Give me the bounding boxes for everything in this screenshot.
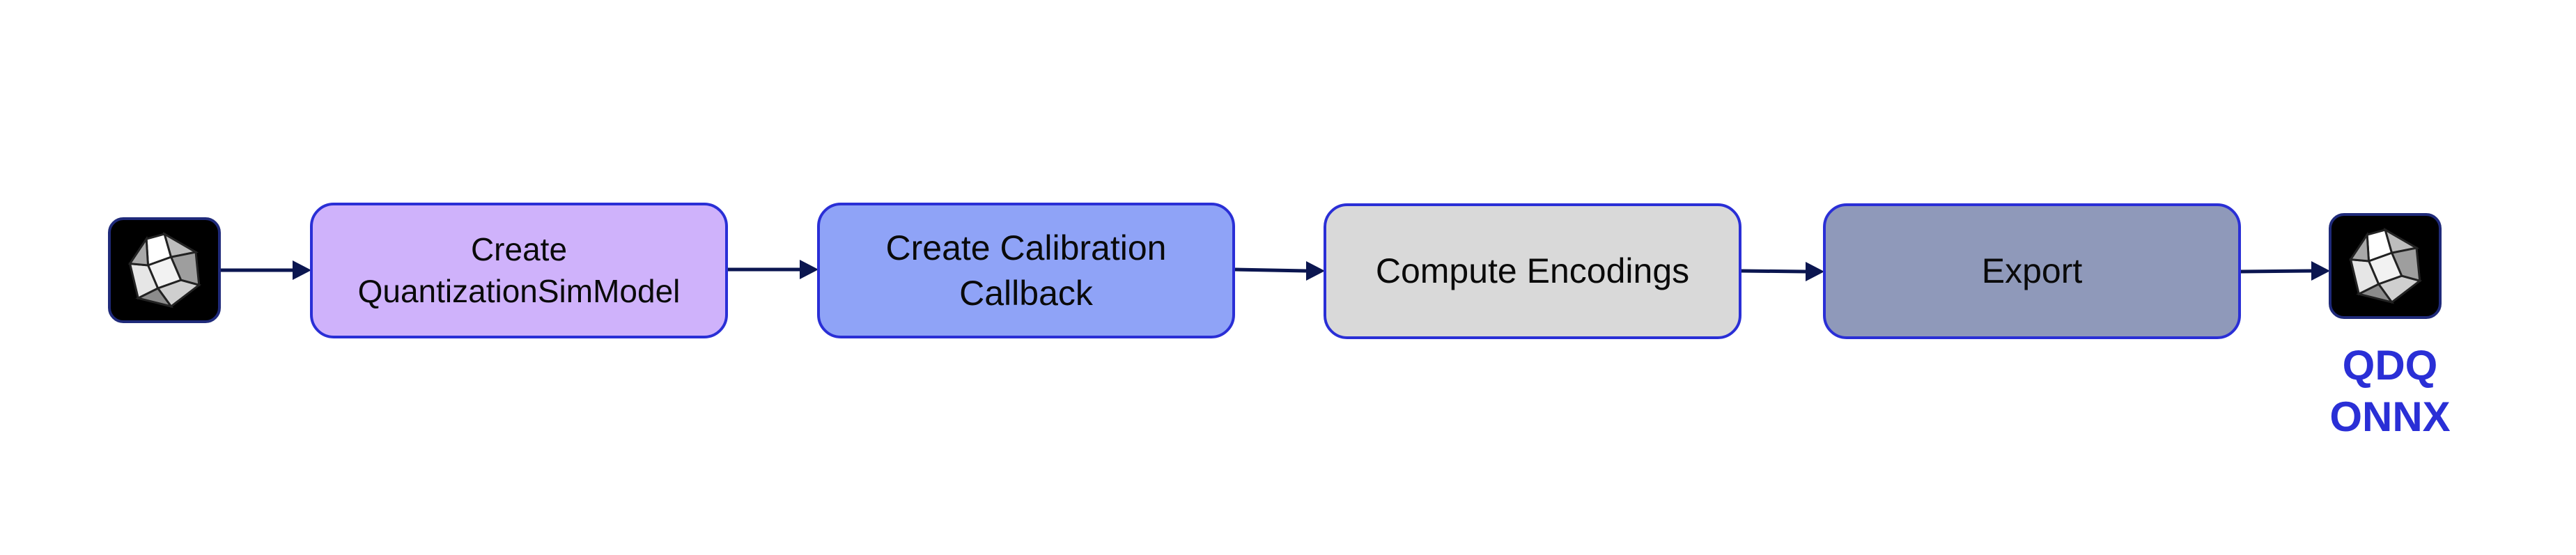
onnx-model-icon — [108, 217, 221, 323]
onnx-model-icon — [2329, 213, 2442, 319]
step-create-calibration-callback: Create Calibration Callback — [817, 203, 1235, 338]
step-label: Compute Encodings — [1375, 251, 1690, 290]
arrow-step3-to-step4 — [1741, 262, 1824, 281]
arrow-input-to-step1 — [221, 260, 311, 280]
step-label: Create Calibration Callback — [885, 228, 1167, 313]
polyhedron-icon — [2348, 227, 2422, 304]
polyhedron-icon — [127, 231, 201, 308]
output-label: QDQ ONNX — [2311, 340, 2469, 443]
arrow-step1-to-step2 — [728, 260, 818, 279]
step-export: Export — [1823, 203, 2241, 339]
step-create-quantizationsimmodel: Create QuantizationSimModel — [310, 203, 728, 338]
step-label: Create QuantizationSimModel — [357, 230, 681, 309]
output-label-line1: QDQ — [2342, 342, 2438, 389]
step-label: Export — [1981, 251, 2083, 290]
arrow-step4-to-output — [2240, 261, 2330, 281]
arrow-step2-to-step3 — [1234, 261, 1325, 281]
step-compute-encodings: Compute Encodings — [1324, 203, 1741, 339]
output-label-line2: ONNX — [2329, 393, 2451, 440]
